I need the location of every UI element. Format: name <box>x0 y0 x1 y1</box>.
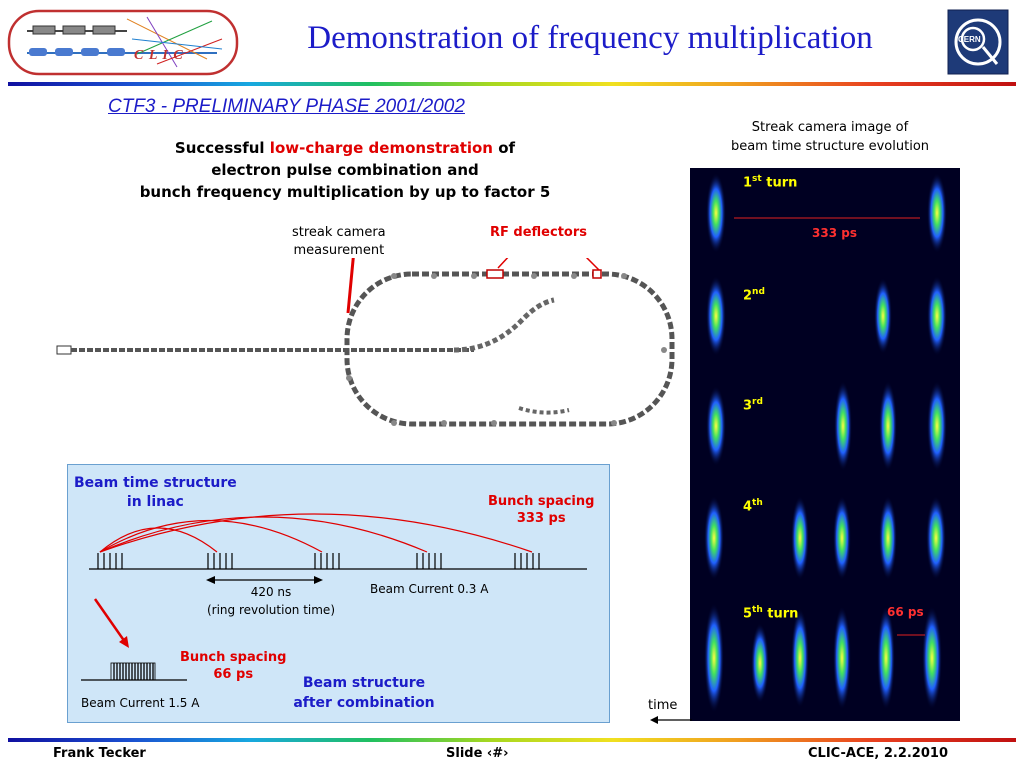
after-line2: after combination <box>293 695 435 711</box>
clic-logo-text: C L I C <box>134 48 184 63</box>
beam-current-linac: Beam Current 0.3 A <box>370 582 489 596</box>
footer-divider <box>8 738 1016 742</box>
turn-5-sup: th <box>752 605 763 615</box>
label-333-ps: 333 ps <box>812 226 857 240</box>
page-title: Demonstration of frequency multiplicatio… <box>307 20 873 56</box>
turn-5-suffix: turn <box>762 606 799 622</box>
turn-3-sup: rd <box>752 397 763 407</box>
streak-measurement-label: streak camera measurement <box>292 224 386 260</box>
turn-4-sup: th <box>752 498 763 508</box>
footer-author: Frank Tecker <box>53 746 146 761</box>
bunch-spacing-top-line2: 333 ps <box>516 511 566 526</box>
beam-current-combined: Beam Current 1.5 A <box>81 696 200 710</box>
time-arrow-icon <box>650 712 692 724</box>
label-66-ps: 66 ps <box>887 605 924 619</box>
streak-caption-line2: beam time structure evolution <box>730 139 930 154</box>
turn-label-1: 1st turn <box>743 174 797 190</box>
description: Successful low-charge demonstration of e… <box>100 137 590 203</box>
turn-5-num: 5 <box>743 606 753 622</box>
footer-slide-number: Slide ‹#› <box>446 746 509 761</box>
bunch-spacing-bottom-line2: 66 ps <box>213 667 254 682</box>
section-subtitle: CTF3 - PRELIMINARY PHASE 2001/2002 <box>108 96 465 117</box>
bunch-spacing-bottom: Bunch spacing 66 ps <box>180 649 286 683</box>
interval-label: 420 ns (ring revolution time) <box>196 583 346 619</box>
linac-structure-title: Beam time structure in linac <box>74 474 237 512</box>
description-highlight: low-charge demonstration <box>269 139 493 157</box>
description-line2: electron pulse combination and <box>211 161 479 179</box>
turn-1-sup: st <box>752 174 762 184</box>
turn-label-5: 5th turn <box>743 605 798 621</box>
description-part1: Successful <box>174 139 270 157</box>
header-divider <box>8 82 1016 86</box>
after-line1: Beam structure <box>302 675 426 691</box>
streak-caption: Streak camera image of beam time structu… <box>700 118 960 156</box>
turn-label-4: 4th <box>743 498 763 514</box>
cern-logo-text: CERN <box>958 35 981 44</box>
turn-1-num: 1 <box>743 175 753 191</box>
bunch-spacing-top: Bunch spacing 333 ps <box>488 493 594 527</box>
cern-logo <box>947 9 1009 75</box>
turn-label-2: 2nd <box>743 287 765 303</box>
streak-caption-line1: Streak camera image of <box>751 120 909 135</box>
ring-diagram <box>54 239 684 428</box>
bunch-spacing-top-line1: Bunch spacing <box>488 494 595 509</box>
footer-event: CLIC-ACE, 2.2.2010 <box>808 746 948 761</box>
rf-deflectors-label: RF deflectors <box>490 225 587 240</box>
streak-label-line2: measurement <box>293 243 385 258</box>
after-combination-title: Beam structure after combination <box>291 673 437 713</box>
bunch-spacing-bottom-line1: Bunch spacing <box>180 650 287 665</box>
clic-logo <box>7 9 239 76</box>
interval-line2: (ring revolution time) <box>206 603 335 617</box>
turn-4-num: 4 <box>743 499 753 515</box>
turn-1-suffix: turn <box>761 175 798 191</box>
bunch-train-diagram <box>67 464 608 721</box>
linac-title-line2: in linac <box>126 494 184 510</box>
turn-2-num: 2 <box>743 288 753 304</box>
time-label: time <box>648 698 678 713</box>
streak-label-line1: streak camera <box>292 225 386 240</box>
description-line3: bunch frequency multiplication by up to … <box>139 183 551 201</box>
turn-3-num: 3 <box>743 398 753 414</box>
turn-label-3: 3rd <box>743 397 763 413</box>
streak-camera-image: 1st turn 2nd 3rd 4th 5th turn 333 ps 66 … <box>690 168 960 721</box>
linac-title-line1: Beam time structure <box>74 475 237 491</box>
interval-line1: 420 ns <box>250 585 292 599</box>
turn-2-sup: nd <box>752 287 765 297</box>
description-part2: of <box>493 139 516 157</box>
